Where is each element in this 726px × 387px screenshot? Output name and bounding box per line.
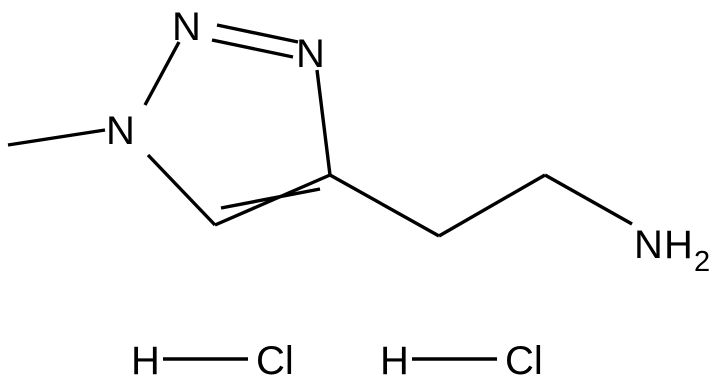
bond-c4-c5-inner <box>220 187 321 210</box>
bond-methyl-n1 <box>7 128 106 147</box>
salt-1-cl: Cl <box>256 339 294 383</box>
bond-c4-ch2 <box>329 173 440 238</box>
salt-1-h: H <box>131 339 160 383</box>
bond-ch2-amine <box>544 173 633 226</box>
salt-2-h: H <box>380 339 409 383</box>
atom-n1: N <box>106 109 135 153</box>
bond-n1-n2 <box>143 41 181 106</box>
bonds <box>7 23 633 238</box>
bond-n2-n3-outer <box>216 23 299 44</box>
bond-c5-n1 <box>146 153 217 227</box>
atom-amine-n: N <box>634 223 663 267</box>
hcl-salt-2: H Cl <box>380 339 543 383</box>
bond-ch2-ch2 <box>438 173 546 238</box>
salt-2-cl: Cl <box>505 339 543 383</box>
bond-n2-n3-inner <box>211 38 294 59</box>
atom-amine-h: H <box>664 223 693 267</box>
bond-c4-c5-outer <box>214 173 331 227</box>
atom-amine-h-count: 2 <box>694 246 710 278</box>
atom-n2: N <box>172 5 201 49</box>
bond-n3-c4 <box>315 69 332 176</box>
atom-n3: N <box>296 32 325 76</box>
atom-labels: N N N N H 2 <box>106 5 710 278</box>
hcl-salt-1: H Cl <box>131 339 294 383</box>
